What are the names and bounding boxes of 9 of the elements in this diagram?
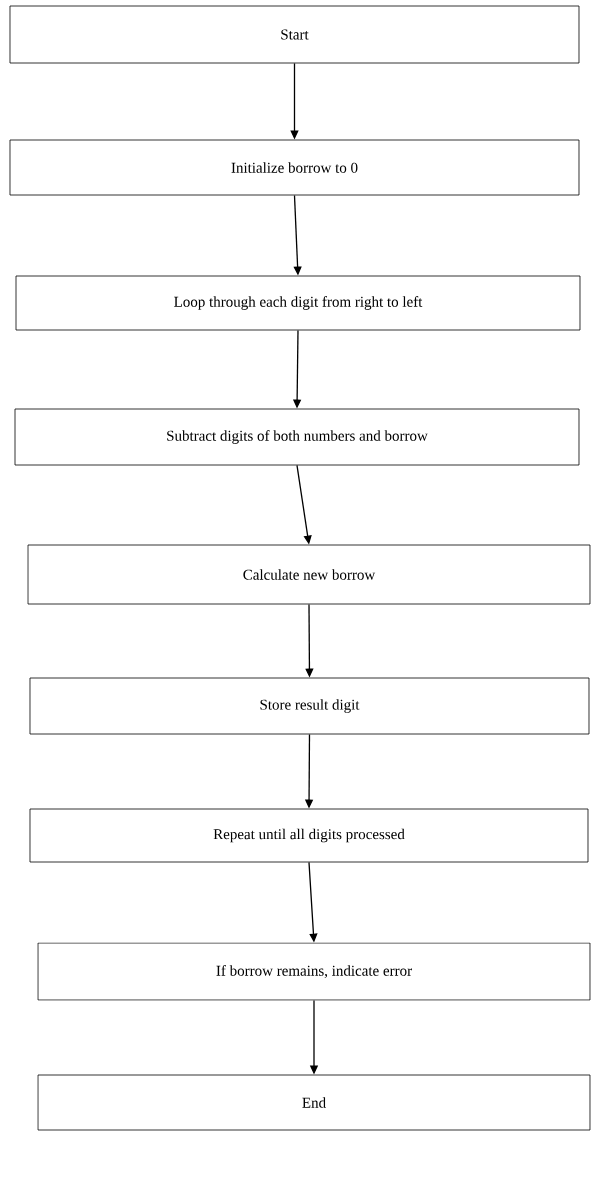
process-box: Store result digit bbox=[29, 677, 590, 735]
process-box: Calculate new borrow bbox=[27, 544, 591, 605]
process-box: Start bbox=[9, 5, 580, 64]
process-box: End bbox=[37, 1074, 591, 1131]
process-box: Repeat until all digits processed bbox=[29, 808, 589, 863]
process-box: Initialize borrow to 0 bbox=[9, 139, 580, 196]
process-box: Loop through each digit from right to left bbox=[15, 275, 581, 331]
process-box: Subtract digits of both numbers and borrow bbox=[14, 408, 580, 466]
process-box: If borrow remains, indicate error bbox=[37, 942, 591, 1001]
